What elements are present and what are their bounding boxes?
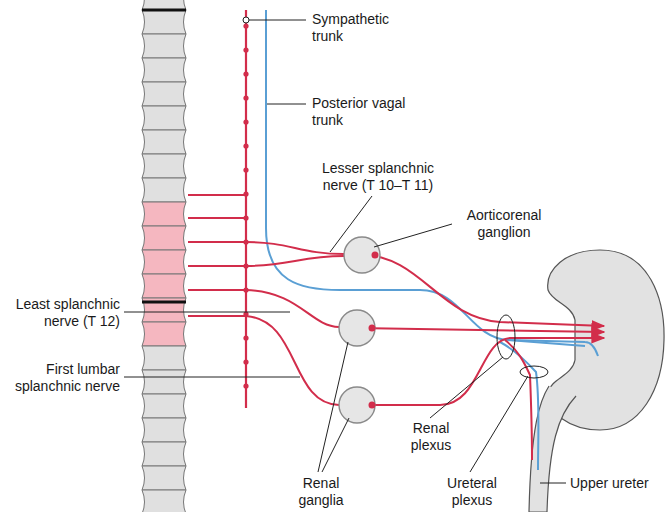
leader-line <box>322 418 349 472</box>
trunk-ganglion <box>243 191 248 196</box>
ganglion <box>344 237 380 273</box>
ganglion <box>339 387 375 423</box>
part-label: Upper ureter <box>570 475 665 492</box>
splanchnic-nerve <box>246 242 604 460</box>
part-label: First lumbar splanchnic nerve <box>4 361 120 395</box>
leader-line <box>470 376 528 472</box>
part-label: Renal ganglia <box>290 475 352 509</box>
vertebral-column <box>142 106 186 130</box>
splanchnic-nerve <box>362 255 604 326</box>
leader-line <box>318 342 348 472</box>
leader-line <box>540 483 566 484</box>
part-label: Renal plexus <box>402 420 460 454</box>
leader-line <box>267 104 306 105</box>
ganglion <box>339 237 380 423</box>
trunk-ganglion <box>243 119 248 124</box>
vertebral-column <box>142 58 186 82</box>
vertebral-column <box>142 130 186 154</box>
leader-line <box>124 312 290 313</box>
vertebral-column <box>142 9 186 12</box>
sympathetic-trunk <box>188 10 246 408</box>
leader-line <box>243 17 249 23</box>
vertebral-column <box>142 298 186 322</box>
sympathetic-trunk <box>188 265 246 267</box>
vertebral-column <box>142 154 186 178</box>
vertebral-column <box>142 178 186 202</box>
vagal-trunk <box>266 10 598 470</box>
part-label: Ureteral plexus <box>440 475 504 509</box>
splanchnic-nerve <box>246 256 344 266</box>
leader-line <box>249 20 306 21</box>
trunk-ganglion <box>243 335 248 340</box>
splanchnic-nerve <box>246 290 339 327</box>
trunk-ganglion <box>243 215 248 220</box>
sympathetic-trunk <box>188 289 246 291</box>
ganglion-cell <box>369 402 376 409</box>
trunk-ganglion <box>243 23 248 388</box>
vertebral-column <box>142 82 186 106</box>
vertebral-column <box>142 490 186 512</box>
sympathetic-trunk <box>188 194 246 196</box>
plexus-ring <box>497 315 548 378</box>
vertebral-column <box>142 466 186 490</box>
trunk-ganglion <box>243 143 248 148</box>
splanchnic-nerve <box>246 242 344 254</box>
vertebral-column <box>142 250 186 274</box>
part-label: Posterior vagal trunk <box>312 95 424 129</box>
vertebral-column <box>142 418 186 442</box>
plexus-ring <box>520 366 548 378</box>
vertebral-column <box>142 370 186 394</box>
ganglion-cell <box>369 252 379 409</box>
vertebral-column <box>142 301 186 304</box>
leader-line <box>124 377 300 378</box>
kidney <box>529 250 664 512</box>
ganglion-cell <box>369 325 376 332</box>
vertebral-column <box>142 0 186 512</box>
vertebral-column <box>142 346 186 370</box>
vertebral-column <box>142 10 186 34</box>
sympathetic-trunk <box>245 10 247 408</box>
ganglion-cell <box>372 252 379 259</box>
sympathetic-trunk <box>188 217 246 219</box>
vertebral-column <box>142 322 186 346</box>
part-label: Lesser splanchnic nerve (T 10–T 11) <box>310 160 446 194</box>
vertebral-column <box>142 442 186 466</box>
plexus-ring <box>497 315 515 359</box>
kidney <box>529 386 576 512</box>
sympathetic-trunk <box>188 241 246 243</box>
part-label: Sympathetic trunk <box>312 11 407 45</box>
leader-line <box>330 196 372 252</box>
leader-line <box>124 17 566 483</box>
vagal-trunk <box>266 10 598 356</box>
vertebral-column <box>142 34 186 58</box>
part-label: Aorticorenal ganglion <box>455 207 553 241</box>
trunk-ganglion <box>243 95 248 100</box>
trunk-ganglion <box>243 383 248 388</box>
vertebral-column <box>142 394 186 418</box>
sympathetic-trunk <box>188 315 246 317</box>
trunk-ganglion <box>243 47 248 52</box>
trunk-ganglion <box>243 71 248 76</box>
splanchnic-nerve <box>357 338 604 405</box>
leader-line <box>374 224 452 247</box>
vertebral-column <box>142 274 186 298</box>
trunk-ganglion <box>243 359 248 364</box>
trunk-ganglion <box>243 23 248 28</box>
leader-line <box>430 357 503 418</box>
vagal-trunk <box>508 340 585 346</box>
vertebral-column <box>142 226 186 250</box>
trunk-ganglion <box>243 167 248 172</box>
splanchnic-nerve <box>246 316 339 405</box>
splanchnic-nerve <box>357 328 604 332</box>
part-label: Least splanchnic nerve (T 12) <box>4 296 120 330</box>
ganglion <box>339 310 375 346</box>
vertebral-column <box>142 202 186 226</box>
vertebral-column <box>142 0 186 10</box>
